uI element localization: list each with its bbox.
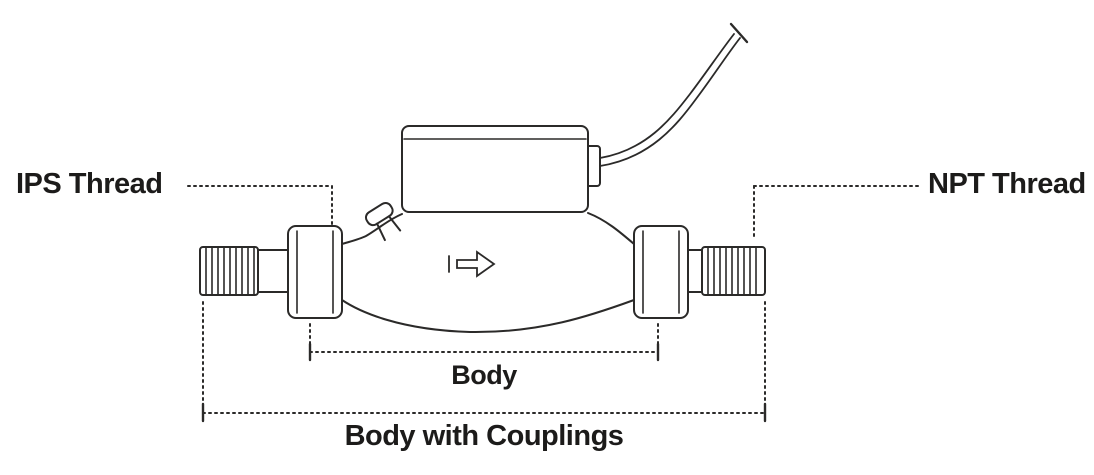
label-body-dimension: Body [451,360,517,390]
right-threaded-end [687,246,766,296]
label-body-with-couplings-dimension: Body with Couplings [344,420,624,452]
frost-plug [364,201,402,242]
right-coupling-nut [633,225,689,319]
flow-arrow-icon [448,250,496,278]
cable-wire [599,22,749,167]
register-housing [401,125,601,213]
meter-illustration [199,22,766,334]
dimension-body [308,323,660,362]
meter-body [341,212,635,334]
leader-line-npt [753,185,919,241]
left-threaded-end [199,246,289,296]
left-coupling-nut [287,225,343,319]
label-ips-thread: IPS Thread [16,168,163,200]
label-npt-thread: NPT Thread [928,168,1086,200]
dimension-body-with-couplings [201,301,767,423]
